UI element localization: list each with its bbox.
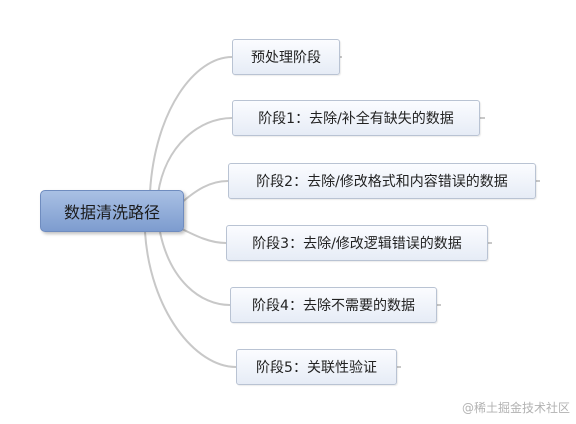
watermark: @稀土掘金技术社区 bbox=[461, 401, 570, 415]
connector-line-5 bbox=[144, 231, 237, 368]
connector-line-2 bbox=[179, 180, 229, 205]
root-node: 数据清洗路径 bbox=[40, 190, 184, 232]
branch-node-stage-5: 阶段5：关联性验证 bbox=[236, 349, 397, 385]
branch-node-stage-4: 阶段4：去除不需要的数据 bbox=[230, 287, 437, 323]
branch-node-stage-1: 阶段1：去除/补全有缺失的数据 bbox=[232, 100, 480, 136]
connector-line-1 bbox=[157, 117, 233, 195]
connector-line-4 bbox=[159, 231, 231, 306]
branch-node-stage-3: 阶段3：去除/修改逻辑错误的数据 bbox=[226, 225, 488, 261]
branch-node-stage-2: 阶段2：去除/修改格式和内容错误的数据 bbox=[228, 163, 536, 199]
connector-line-3 bbox=[179, 227, 227, 244]
connector-line-pre bbox=[149, 56, 233, 193]
branch-node-preprocess: 预处理阶段 bbox=[232, 39, 340, 75]
